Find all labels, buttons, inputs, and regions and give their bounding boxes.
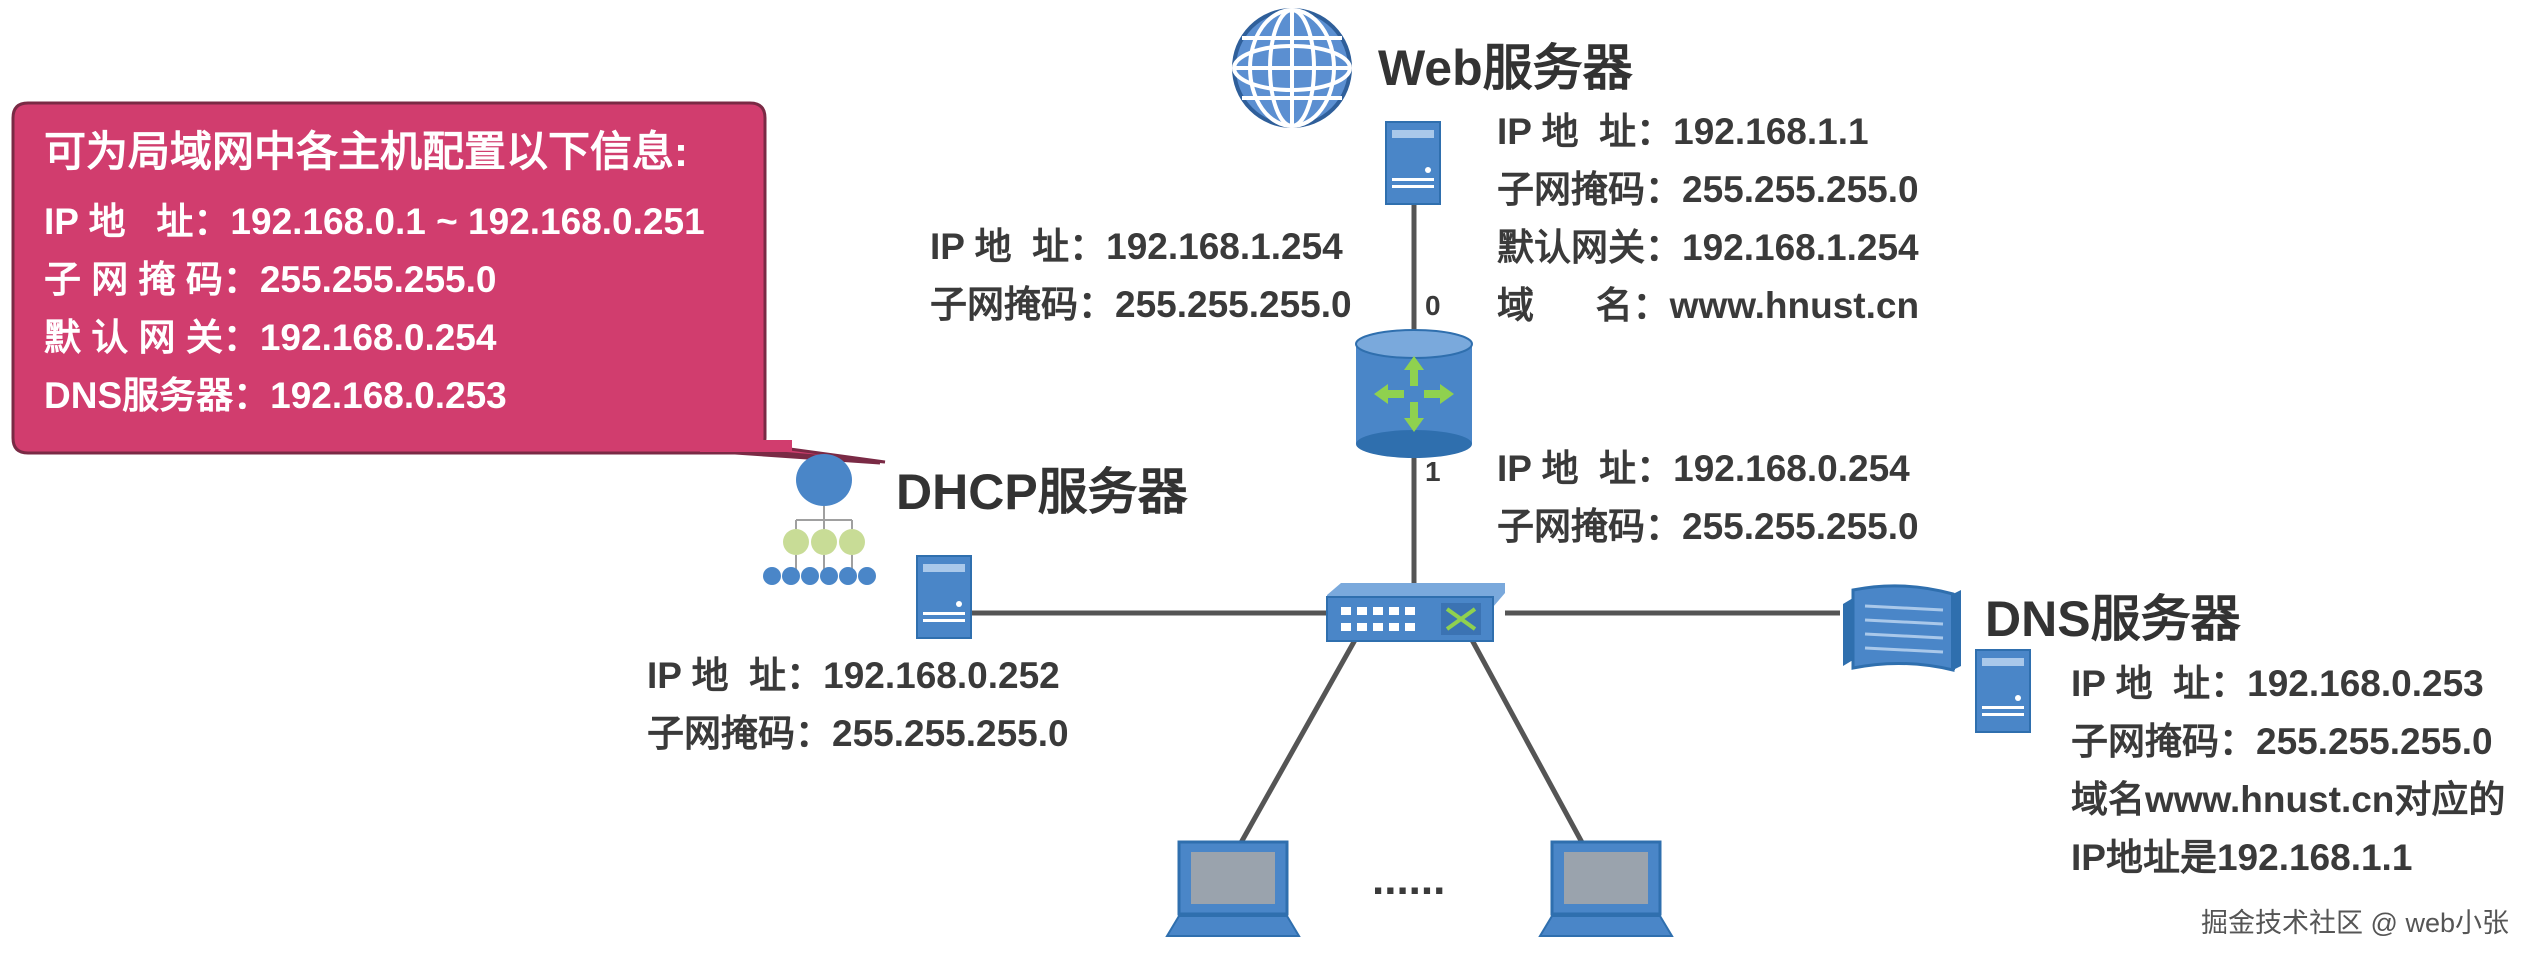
callout-line-ip: IP 地 址：192.168.0.1 ~ 192.168.0.251 — [44, 201, 705, 242]
link-switch-host2 — [1469, 638, 1588, 850]
switch-icon — [1326, 583, 1505, 642]
callout-title: 可为局域网中各主机配置以下信息: — [44, 128, 688, 175]
hosts-ellipsis: ...... — [1372, 855, 1446, 904]
router-port0-ip: IP 地 址：192.168.1.254 — [930, 226, 1343, 267]
network-tree-icon — [763, 454, 876, 585]
callout-line-dns: DNS服务器：192.168.0.253 — [44, 375, 507, 416]
router-port0-number: 0 — [1425, 290, 1441, 321]
laptop-icon-2 — [1538, 840, 1674, 937]
globe-icon — [1232, 8, 1352, 128]
router-port1-ip: IP 地 址：192.168.0.254 — [1497, 448, 1910, 489]
web-server-mask: 子网掩码：255.255.255.0 — [1497, 169, 1919, 210]
callout-shape — [11, 101, 881, 465]
dns-record-line1: 域名www.hnust.cn对应的 — [2071, 779, 2506, 820]
web-server-ip: IP 地 址：192.168.1.1 — [1497, 111, 1869, 152]
web-server-gateway: 默认网关：192.168.1.254 — [1497, 227, 1919, 268]
watermark: 掘金技术社区 @ web小张 — [2201, 908, 2509, 938]
callout-balloon — [11, 101, 886, 465]
dns-server-title: DNS服务器 — [1985, 591, 2241, 647]
dns-server-mask: 子网掩码：255.255.255.0 — [2071, 721, 2493, 762]
web-server-domain: 域 名：www.hnust.cn — [1497, 285, 1920, 326]
dhcp-server-title: DHCP服务器 — [896, 464, 1188, 520]
dhcp-server-mask: 子网掩码：255.255.255.0 — [647, 713, 1069, 754]
dhcp-server-ip: IP 地 址：192.168.0.252 — [647, 655, 1060, 696]
connection-lines — [972, 202, 1840, 850]
link-switch-host1 — [1235, 638, 1358, 850]
callout-line-mask: 子 网 掩 码：255.255.255.0 — [44, 259, 497, 300]
server-icon-web — [1385, 121, 1441, 205]
web-server-title: Web服务器 — [1378, 40, 1633, 96]
dns-server-ip: IP 地 址：192.168.0.253 — [2071, 663, 2484, 704]
router-port0-mask: 子网掩码：255.255.255.0 — [930, 284, 1352, 325]
server-icon-dhcp — [916, 555, 972, 639]
dns-record-line2: IP地址是192.168.1.1 — [2071, 837, 2413, 878]
router-icon — [1355, 329, 1473, 458]
server-icon-dns — [1975, 649, 2031, 733]
callout-line-gateway: 默 认 网 关：192.168.0.254 — [44, 317, 497, 358]
router-port1-mask: 子网掩码：255.255.255.0 — [1497, 506, 1919, 547]
book-icon — [1843, 584, 1961, 672]
laptop-icon-1 — [1165, 840, 1301, 937]
router-port1-number: 1 — [1425, 456, 1441, 487]
